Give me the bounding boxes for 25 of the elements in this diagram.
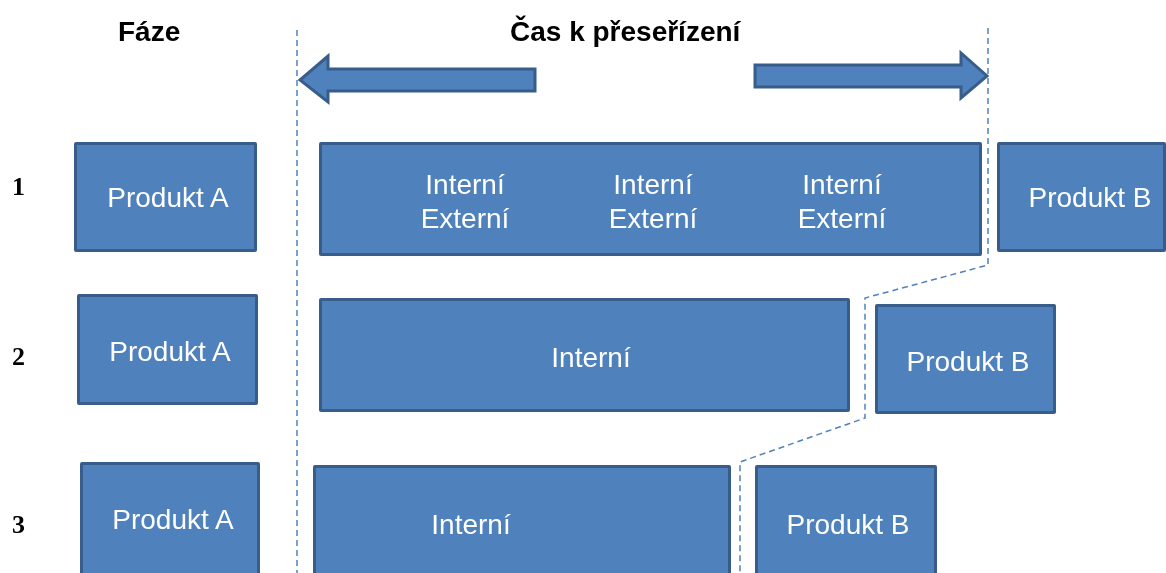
- row-number: 2: [12, 342, 25, 372]
- box-label: Produkt B: [785, 508, 911, 542]
- box-label: Produkt A: [111, 503, 235, 537]
- box-label: Produkt B: [905, 345, 1031, 379]
- row-number: 3: [12, 510, 25, 540]
- process-box: [74, 142, 257, 252]
- box-label: Interní Externí: [796, 168, 888, 236]
- box-label: Interní: [430, 508, 512, 542]
- process-box: [313, 465, 731, 573]
- column-heading: Fáze: [118, 16, 181, 48]
- column-heading: Čas k přeseřízení: [510, 16, 741, 48]
- box-label: Interní Externí: [607, 168, 699, 236]
- box-label: Interní Externí: [419, 168, 511, 236]
- process-box: [755, 465, 937, 573]
- box-label: Interní: [550, 341, 632, 375]
- box-label: Produkt B: [1027, 181, 1153, 215]
- process-box: [319, 298, 850, 412]
- box-label: Produkt A: [106, 181, 230, 215]
- process-box: [319, 142, 982, 256]
- process-box: [875, 304, 1056, 414]
- process-box: [997, 142, 1166, 252]
- box-label: Produkt A: [108, 335, 232, 369]
- process-box: [77, 294, 258, 405]
- process-box: [80, 462, 260, 573]
- row-number: 1: [12, 172, 25, 202]
